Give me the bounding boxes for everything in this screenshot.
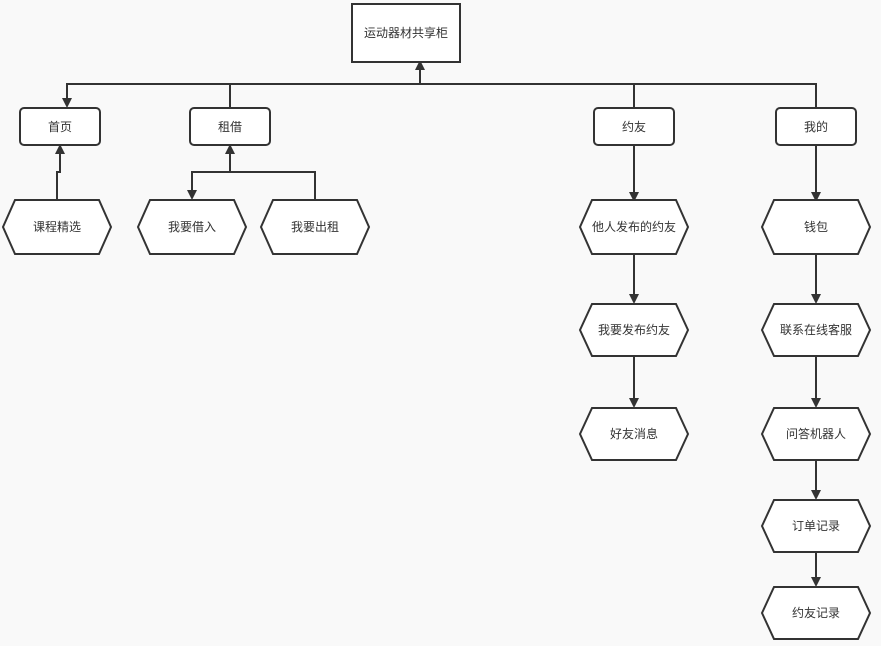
leaf-label: 好友消息 xyxy=(610,426,658,441)
connector-root-home xyxy=(62,83,420,108)
leaf-label: 联系在线客服 xyxy=(780,322,852,337)
category-label: 约友 xyxy=(622,119,646,134)
category-label: 租借 xyxy=(218,120,242,134)
leaf-node-wallet[interactable]: 钱包 xyxy=(760,199,872,255)
category-label: 首页 xyxy=(48,120,72,134)
leaf-node-orders[interactable]: 订单记录 xyxy=(760,499,872,553)
connector-courses-home xyxy=(55,144,65,200)
leaf-label: 我要借入 xyxy=(168,220,216,234)
leaf-label: 订单记录 xyxy=(792,519,840,533)
leaf-label: 我要发布约友 xyxy=(598,322,670,337)
category-node-rent[interactable]: 租借 xyxy=(189,107,271,146)
leaf-node-rentout[interactable]: 我要出租 xyxy=(259,199,371,255)
leaf-label: 钱包 xyxy=(804,219,828,234)
leaf-node-publish[interactable]: 我要发布约友 xyxy=(578,303,690,357)
category-node-friends[interactable]: 约友 xyxy=(593,107,675,146)
leaf-node-friend-records[interactable]: 约友记录 xyxy=(760,586,872,640)
category-node-mine[interactable]: 我的 xyxy=(775,107,857,146)
leaf-label: 他人发布的约友 xyxy=(592,219,676,234)
leaf-node-others-posts[interactable]: 他人发布的约友 xyxy=(578,199,690,255)
connector-rentout-rent xyxy=(225,144,316,200)
leaf-label: 问答机器人 xyxy=(786,426,846,441)
leaf-node-courses[interactable]: 课程精选 xyxy=(1,199,113,255)
connector-root-friends xyxy=(420,83,635,108)
leaf-label: 约友记录 xyxy=(792,605,840,620)
category-label: 我的 xyxy=(804,119,828,134)
leaf-node-messages[interactable]: 好友消息 xyxy=(578,407,690,461)
connectors xyxy=(55,60,821,587)
root-node[interactable]: 运动器材共享柜 xyxy=(351,3,461,63)
connector-rent-borrow xyxy=(187,171,230,200)
category-node-home[interactable]: 首页 xyxy=(19,107,101,146)
root-node-label: 运动器材共享柜 xyxy=(364,25,448,40)
connector-root-mine xyxy=(420,83,817,108)
leaf-node-borrow[interactable]: 我要借入 xyxy=(136,199,248,255)
leaf-node-customer-service[interactable]: 联系在线客服 xyxy=(760,303,872,357)
leaf-label: 课程精选 xyxy=(33,219,81,234)
connector-root-rent xyxy=(229,83,420,108)
leaf-label: 我要出租 xyxy=(291,220,339,234)
leaf-node-qa-bot[interactable]: 问答机器人 xyxy=(760,407,872,461)
